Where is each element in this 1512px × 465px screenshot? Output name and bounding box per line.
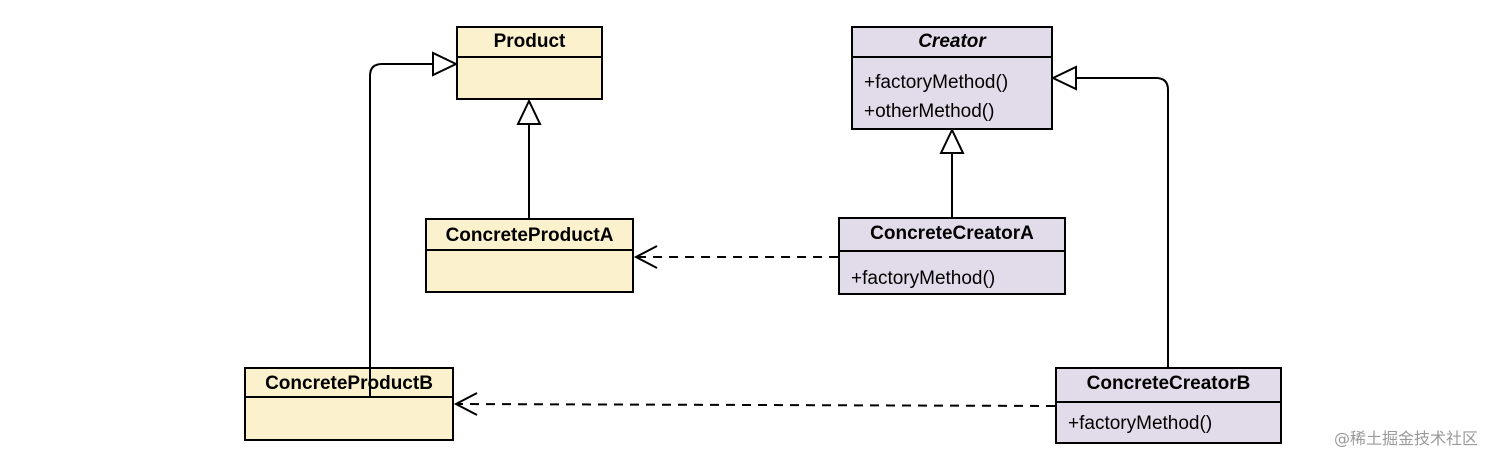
class-concrete-product-b: ConcreteProductB: [244, 367, 454, 441]
relation-product-a-to-product: [516, 98, 542, 219]
relation-product-b-to-product: [369, 51, 459, 397]
relation-creator-b-to-creator: [1050, 65, 1169, 368]
dependency-arrowhead-icon: [453, 392, 478, 416]
method-factory-method: +factoryMethod(): [851, 268, 995, 289]
generalization-arrowhead-icon: [939, 127, 965, 154]
generalization-arrowhead-icon: [1050, 65, 1077, 91]
generalization-arrowhead-icon: [432, 51, 459, 77]
dependency-arrowhead-icon: [633, 245, 658, 269]
class-name-concrete-creator-a: ConcreteCreatorA: [870, 223, 1034, 244]
class-name-concrete-product-b: ConcreteProductB: [265, 373, 433, 394]
class-creator: Creator +factoryMethod() +otherMethod(): [851, 26, 1053, 130]
class-name-creator: Creator: [918, 31, 987, 52]
relation-creator-b-uses-product-b: [453, 392, 1056, 416]
class-concrete-creator-b: ConcreteCreatorB +factoryMethod(): [1055, 367, 1282, 444]
relation-creator-a-to-creator: [939, 127, 965, 218]
method-other-method: +otherMethod(): [864, 101, 994, 122]
class-product: Product: [456, 26, 603, 100]
class-concrete-product-a: ConcreteProductA: [425, 218, 634, 293]
class-name-product: Product: [494, 31, 566, 52]
method-factory-method: +factoryMethod(): [864, 72, 1008, 93]
class-name-concrete-creator-b: ConcreteCreatorB: [1087, 373, 1251, 394]
class-name-concrete-product-a: ConcreteProductA: [446, 225, 614, 246]
relation-creator-a-uses-product-a: [633, 245, 838, 269]
method-factory-method: +factoryMethod(): [1068, 413, 1212, 434]
class-concrete-creator-a: ConcreteCreatorA +factoryMethod(): [838, 217, 1066, 295]
generalization-arrowhead-icon: [516, 98, 542, 125]
watermark-text: @稀土掘金技术社区: [1334, 429, 1478, 448]
